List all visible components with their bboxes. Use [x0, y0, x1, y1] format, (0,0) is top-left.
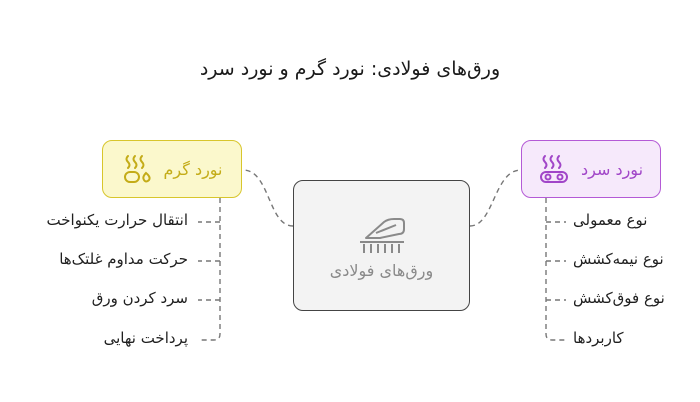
hot-item-3: سرد کردن ورق [91, 289, 188, 307]
heat-waves-icon [122, 153, 152, 185]
hot-item-2: حرکت مداوم غلتک‌ها [59, 250, 188, 268]
hot-rolling-label: نورد گرم [163, 159, 223, 179]
cold-item-3: نوع فوق‌کشش [573, 289, 665, 307]
cooling-rolls-icon [539, 153, 569, 185]
center-label: ورق‌های فولادی [329, 261, 434, 280]
diagram-title: ورق‌های فولادی: نورد گرم و نورد سرد [199, 58, 501, 80]
link-center-hot [242, 169, 294, 227]
link-center-cold [469, 169, 522, 227]
cold-rolling-label: نورد سرد [581, 159, 644, 179]
hot-rolling-node[interactable]: نورد گرم [102, 140, 242, 198]
cold-rolling-node[interactable]: نورد سرد [521, 140, 661, 198]
hot-trunk [198, 198, 221, 341]
rolling-mill-icon [354, 211, 410, 257]
hot-item-1: انتقال حرارت یکنواخت [46, 211, 188, 229]
hot-item-4: پرداخت نهایی [103, 329, 188, 347]
cold-item-4: کاربردها [573, 329, 624, 347]
cold-trunk [545, 198, 566, 341]
cold-item-1: نوع معمولی [573, 211, 648, 229]
cold-item-2: نوع نیمه‌کشش [573, 250, 664, 268]
center-node[interactable]: ورق‌های فولادی [293, 180, 470, 311]
